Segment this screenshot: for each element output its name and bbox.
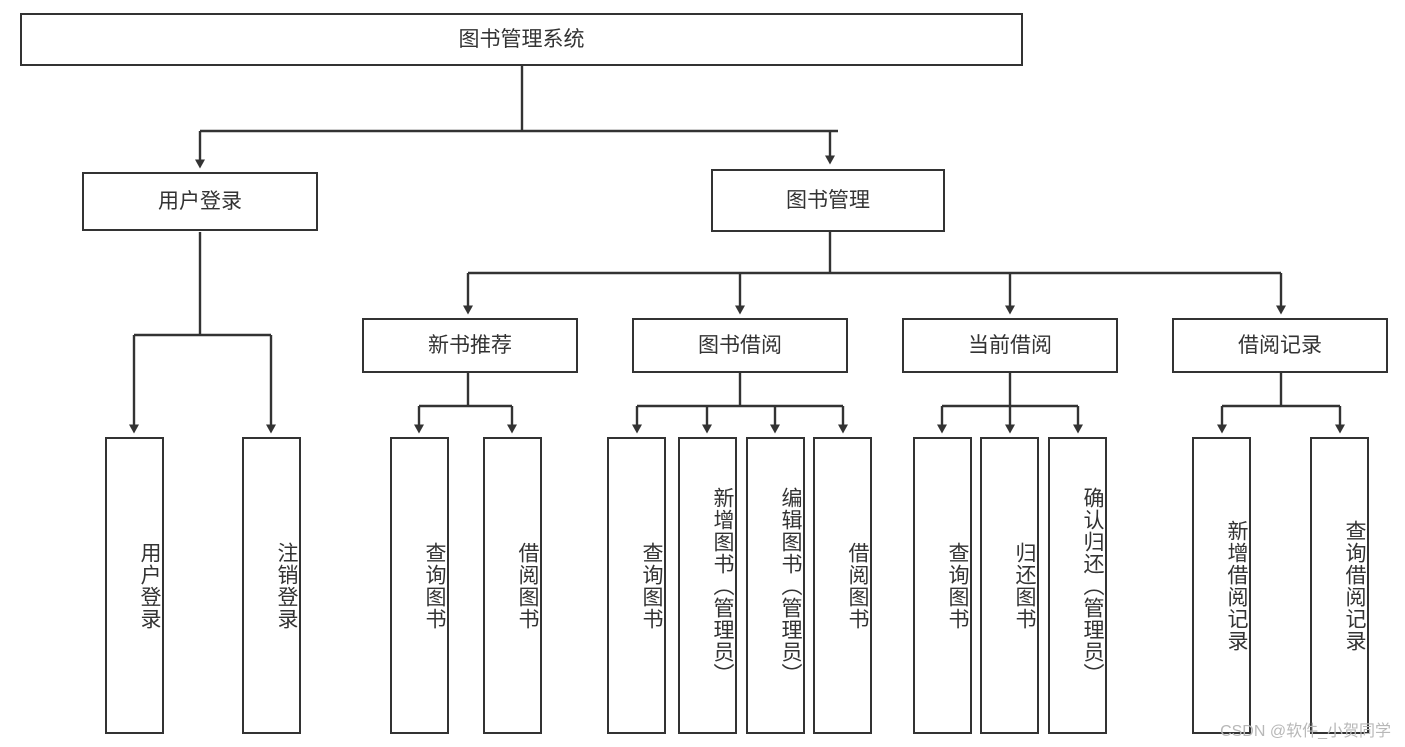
node-leaf-add-book-label: 新增图书（管理员）	[711, 486, 734, 685]
node-book-manage[interactable]: 图书管理	[711, 169, 945, 232]
node-leaf-user-login-label: 用户登录	[138, 541, 161, 630]
node-leaf-user-login[interactable]: 用户登录	[105, 437, 164, 734]
node-leaf-borrow-book-2-label: 借阅图书	[846, 541, 869, 630]
node-borrow-record-label: 借阅记录	[1238, 333, 1322, 357]
node-leaf-confirm-return[interactable]: 确认归还（管理员）	[1048, 437, 1107, 734]
node-leaf-return-book-label: 归还图书	[1013, 541, 1036, 630]
node-current-borrow[interactable]: 当前借阅	[902, 318, 1118, 373]
node-leaf-query-book-3[interactable]: 查询图书	[913, 437, 972, 734]
node-leaf-edit-book-label: 编辑图书（管理员）	[779, 486, 802, 685]
node-leaf-query-record-label: 查询借阅记录	[1343, 519, 1366, 652]
node-leaf-query-record[interactable]: 查询借阅记录	[1310, 437, 1369, 734]
node-leaf-add-book[interactable]: 新增图书（管理员）	[678, 437, 737, 734]
node-leaf-confirm-return-label: 确认归还（管理员）	[1081, 486, 1104, 685]
node-leaf-logout-login-label: 注销登录	[275, 541, 298, 630]
node-leaf-query-book-1-label: 查询图书	[423, 541, 446, 630]
node-leaf-logout-login[interactable]: 注销登录	[242, 437, 301, 734]
node-root-label: 图书管理系统	[458, 27, 585, 51]
node-current-borrow-label: 当前借阅	[968, 333, 1052, 357]
node-leaf-add-record[interactable]: 新增借阅记录	[1192, 437, 1251, 734]
node-book-borrow[interactable]: 图书借阅	[632, 318, 848, 373]
node-leaf-borrow-book-2[interactable]: 借阅图书	[813, 437, 872, 734]
node-leaf-query-book-3-label: 查询图书	[946, 541, 969, 630]
node-leaf-return-book[interactable]: 归还图书	[980, 437, 1039, 734]
node-leaf-query-book-2-label: 查询图书	[640, 541, 663, 630]
node-leaf-borrow-book-1[interactable]: 借阅图书	[483, 437, 542, 734]
node-leaf-edit-book[interactable]: 编辑图书（管理员）	[746, 437, 805, 734]
node-book-borrow-label: 图书借阅	[698, 333, 782, 357]
node-leaf-query-book-1[interactable]: 查询图书	[390, 437, 449, 734]
node-new-book-recommend[interactable]: 新书推荐	[362, 318, 578, 373]
node-borrow-record[interactable]: 借阅记录	[1172, 318, 1388, 373]
node-new-book-recommend-label: 新书推荐	[428, 333, 512, 357]
node-leaf-add-record-label: 新增借阅记录	[1225, 519, 1248, 652]
node-leaf-query-book-2[interactable]: 查询图书	[607, 437, 666, 734]
node-leaf-borrow-book-1-label: 借阅图书	[516, 541, 539, 630]
node-user-login-label: 用户登录	[158, 189, 242, 213]
node-user-login[interactable]: 用户登录	[82, 172, 318, 231]
node-root[interactable]: 图书管理系统	[20, 13, 1023, 66]
node-book-manage-label: 图书管理	[786, 188, 870, 212]
